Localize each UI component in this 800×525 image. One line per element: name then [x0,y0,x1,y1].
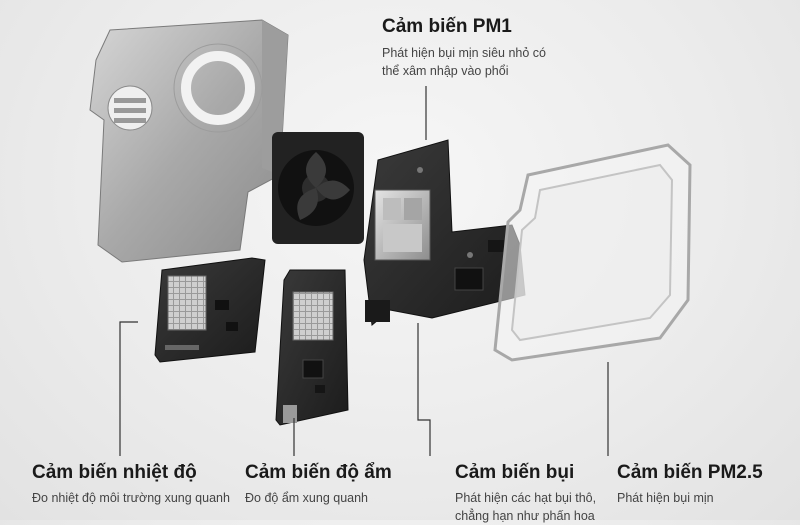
metal-shield-cover [89,19,289,263]
humidity-description: Đo độ ẩm xung quanh [245,491,369,505]
pm1-sensor-board [363,139,526,326]
pm1-desc-line-1: Phát hiện bụi mịn siêu nhỏ có [382,46,546,60]
pm1-title: Cảm biến PM1 [382,16,512,37]
cooling-fan [272,132,364,244]
temperature-title: Cảm biến nhiệt độ [32,462,197,483]
humidity-title: Cảm biến độ ẩm [245,462,392,483]
leader-line-dust [417,323,431,456]
dust-title: Cảm biến bụi [455,462,575,483]
humidity-sensor-board [275,269,349,426]
pm1-desc-line-2: thể xâm nhập vào phổi [382,64,509,78]
pm1-description: Phát hiện bụi mịn siêu nhỏ có thể xâm nh… [382,44,546,80]
temperature-sensor-board [154,257,266,363]
pm25-title: Cảm biến PM2.5 [617,462,763,483]
dust-desc-line-2: chẳng hạn như phấn hoa [455,509,595,523]
transparent-frame [493,143,692,362]
dust-desc-line-1: Phát hiện các hạt bụi thô, [455,491,597,505]
pm25-description: Phát hiện bụi mịn [617,491,714,505]
temperature-description: Đo nhiệt độ môi trường xung quanh [32,491,230,505]
leader-line-temperature [119,321,138,456]
